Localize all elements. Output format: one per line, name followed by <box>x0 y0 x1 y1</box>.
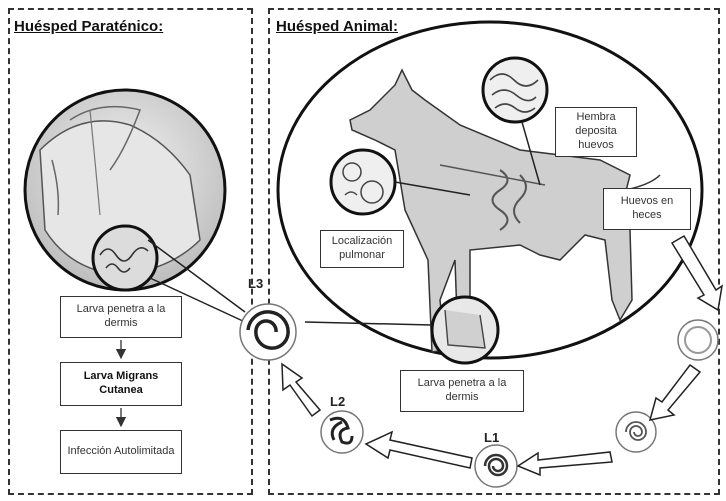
arrow-egg1-to-egg2 <box>650 365 700 420</box>
arrow-feces-to-egg <box>672 236 722 310</box>
stage-label-l1: L1 <box>484 430 499 445</box>
female-lays-eggs-box: Hembra deposita huevos <box>555 107 637 157</box>
larva-l1 <box>475 445 517 487</box>
skin-lesion-zoom-circle <box>93 226 157 290</box>
female-worm-zoom-circle <box>483 58 547 122</box>
self-limited-infection-box: Infección Autolimitada <box>60 430 182 474</box>
stage-label-l3: L3 <box>248 276 263 291</box>
larva-l2 <box>321 411 363 453</box>
eggs-in-feces-box: Huevos en heces <box>603 188 691 230</box>
stage-label-l2: L2 <box>330 394 345 409</box>
paw-zoom-circle <box>432 297 498 363</box>
arrow-l1-to-l2 <box>366 432 472 468</box>
arrow-egg2-to-l1 <box>518 452 612 475</box>
pulmonary-location-box: Localización pulmonar <box>320 230 404 268</box>
larva-l3 <box>240 304 296 360</box>
egg-1 <box>678 320 718 360</box>
animal-penetration-box: Larva penetra a la dermis <box>400 370 524 412</box>
cutaneous-larva-migrans-box: Larva Migrans Cutanea <box>60 362 182 406</box>
arrow-l2-to-l3 <box>282 364 320 416</box>
lung-zoom-circle <box>331 150 395 214</box>
paratenic-penetration-box: Larva penetra a la dermis <box>60 296 182 338</box>
